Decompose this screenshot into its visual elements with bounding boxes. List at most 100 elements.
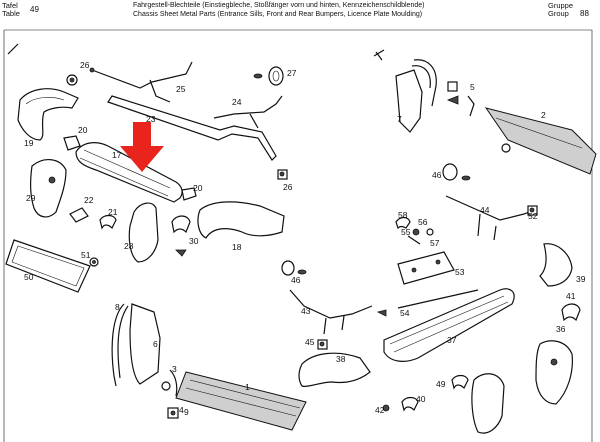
part-26-nut xyxy=(277,169,288,180)
callout-44: 44 xyxy=(480,205,490,215)
callout-17: 17 xyxy=(112,150,122,160)
callout-53: 53 xyxy=(455,267,465,277)
callout-39: 39 xyxy=(576,274,586,284)
callout-4: 4 xyxy=(179,405,184,415)
callout-29: 29 xyxy=(26,193,36,203)
title-german: Fahrgestell-Blechteile (Einstiegbleche, … xyxy=(133,2,425,9)
part-36-bumper-horn xyxy=(535,340,573,405)
callout-55: 55 xyxy=(401,227,411,237)
part-43-bracket xyxy=(289,289,373,335)
part-7-fender-bracket xyxy=(395,69,423,133)
callout-30: 30 xyxy=(189,236,199,246)
part-28-bumper-guard xyxy=(128,202,159,263)
callout-56: 56 xyxy=(418,217,428,227)
part-9-nut xyxy=(167,407,179,419)
gruppe-label: Gruppe xyxy=(548,1,574,10)
part-8-trim-strip-right xyxy=(373,49,437,107)
part-21-clip xyxy=(99,214,117,230)
callout-18: 18 xyxy=(232,242,242,252)
callout-2: 2 xyxy=(541,110,546,120)
part-22-clip xyxy=(69,207,89,223)
part-3-bracket xyxy=(161,369,178,397)
callout-8: 8 xyxy=(115,302,120,312)
part-53-licence-plate-moulding xyxy=(397,251,455,285)
callout-19: 19 xyxy=(24,138,34,148)
callout-37: 37 xyxy=(447,335,457,345)
callout-41: 41 xyxy=(566,291,576,301)
part-58-fastener xyxy=(395,216,411,230)
part-40-clip xyxy=(401,396,419,412)
part-5-clip xyxy=(446,81,459,105)
callout-22: 22 xyxy=(84,195,94,205)
table-label: Table xyxy=(2,9,20,18)
callout-9: 9 xyxy=(184,407,189,417)
part-19-bumper-corner xyxy=(17,88,79,141)
tafel-label: Tafel xyxy=(2,1,18,10)
part-50-plate-frame xyxy=(5,239,91,293)
part-20-clip-left xyxy=(63,135,81,151)
part-29-bracket xyxy=(30,159,67,218)
part-46-rubber-ring-lower xyxy=(281,260,307,276)
callout-20: 20 xyxy=(78,125,88,135)
part-24-bracket xyxy=(213,95,283,129)
highlight-arrow xyxy=(120,122,164,172)
arrow-head xyxy=(120,146,164,172)
table-number: 49 xyxy=(30,5,39,14)
part-51-grommet xyxy=(89,257,99,267)
part-39-corner-guard xyxy=(539,243,573,287)
part-23-support-bar xyxy=(107,95,277,161)
arrow-shaft xyxy=(133,122,151,148)
part-45-nut xyxy=(317,339,328,350)
part-3-bracket-right xyxy=(467,95,475,117)
title-english: Chassis Sheet Metal Parts (Entrance Sill… xyxy=(133,11,423,18)
part-20-clip-right xyxy=(181,187,197,201)
part-41-clip xyxy=(561,303,581,322)
part-1-entrance-sill xyxy=(175,371,307,431)
part-42-washer xyxy=(382,404,390,412)
callout-43: 43 xyxy=(301,306,311,316)
part-40-guard xyxy=(471,373,505,434)
part-54-rod xyxy=(376,289,479,317)
part-49-clip xyxy=(451,374,469,390)
corner-mark xyxy=(7,43,19,55)
callout-7: 7 xyxy=(397,114,402,124)
callout-58: 58 xyxy=(398,210,408,220)
callout-23: 23 xyxy=(146,114,156,124)
part-30-clip xyxy=(171,215,191,257)
callout-20: 20 xyxy=(193,183,203,193)
callout-6: 6 xyxy=(153,339,158,349)
callout-50: 50 xyxy=(24,272,34,282)
callout-28: 28 xyxy=(124,241,134,251)
part-26-bolt-top xyxy=(66,74,78,86)
callout-labels: 1234567891718192020212223242526262728293… xyxy=(24,60,586,417)
part-44-bracket xyxy=(445,195,535,241)
part-37-rear-bumper xyxy=(383,288,515,362)
callout-49: 49 xyxy=(436,379,446,389)
callout-51: 51 xyxy=(81,250,91,260)
part-6-side-panel xyxy=(129,303,161,385)
callout-46: 46 xyxy=(432,170,442,180)
part-18-bumper-corner xyxy=(197,201,285,239)
callout-27: 27 xyxy=(287,68,297,78)
part-46-rubber-ring xyxy=(442,163,471,181)
callout-52: 52 xyxy=(528,211,538,221)
callout-46: 46 xyxy=(291,275,301,285)
part-27-rubber-ring xyxy=(253,66,284,86)
callout-36: 36 xyxy=(556,324,566,334)
callout-25: 25 xyxy=(176,84,186,94)
callout-1: 1 xyxy=(245,382,250,392)
part-55-bolt xyxy=(407,235,421,245)
page-header: Tafel Table 49 Fahrgestell-Blechteile (E… xyxy=(0,0,600,26)
part-2-sill-rail xyxy=(484,107,597,175)
callout-38: 38 xyxy=(336,354,346,364)
part-57-screw xyxy=(426,228,434,236)
callout-40: 40 xyxy=(416,394,426,404)
part-52-nut xyxy=(527,205,538,216)
group-number: 88 xyxy=(580,9,589,18)
callout-26: 26 xyxy=(80,60,90,70)
callout-26: 26 xyxy=(283,182,293,192)
callout-21: 21 xyxy=(108,207,118,217)
group-label: Group xyxy=(548,9,569,18)
callout-24: 24 xyxy=(232,97,242,107)
